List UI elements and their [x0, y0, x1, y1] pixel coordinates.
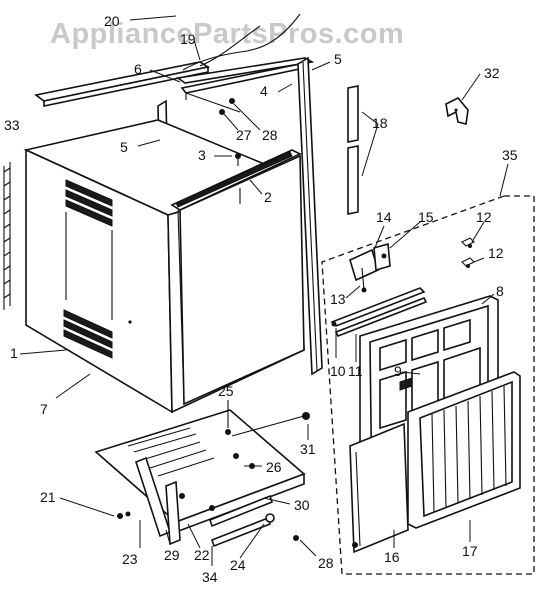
callout-17: 17 — [462, 543, 478, 559]
screw-23 — [125, 511, 131, 517]
base-legs — [135, 456, 273, 548]
callout-5-upper: 5 — [334, 51, 342, 67]
callout-3: 3 — [198, 147, 206, 163]
callout-5-left: 5 — [120, 139, 128, 155]
callout-8: 8 — [496, 283, 504, 299]
leader-lines — [19, 15, 509, 566]
callout-28-lower: 28 — [318, 555, 334, 571]
callout-6: 6 — [134, 61, 142, 77]
callout-19: 19 — [180, 31, 196, 47]
panel-slots — [127, 427, 215, 477]
callout-15: 15 — [418, 209, 434, 225]
callout-1: 1 — [10, 345, 18, 361]
top-channel-2 — [170, 149, 302, 401]
callout-29: 29 — [164, 547, 180, 563]
front-grille-17 — [407, 371, 521, 529]
callout-34: 34 — [202, 569, 218, 585]
rail-10-11 — [330, 287, 428, 338]
filler-strip-18-lower — [347, 145, 359, 215]
callout-18: 18 — [372, 115, 388, 131]
callout-11: 11 — [348, 363, 363, 379]
top-rail-6 — [175, 13, 315, 84]
callout-28-upper: 28 — [262, 127, 278, 143]
screw-28-top — [229, 98, 235, 104]
callout-33: 33 — [4, 117, 20, 133]
rod-31 — [231, 412, 310, 437]
hinge-14 — [349, 248, 379, 293]
grille-lines — [431, 385, 507, 513]
callout-12-lower: 12 — [488, 245, 504, 261]
filter-panel-16 — [349, 422, 409, 554]
filler-strip-18-upper — [347, 85, 359, 143]
bracket-32 — [445, 97, 469, 125]
callout-2: 2 — [264, 189, 272, 205]
callout-23: 23 — [122, 551, 138, 567]
callout-32: 32 — [484, 65, 500, 81]
side-curtain-33 — [3, 162, 11, 310]
callout-16: 16 — [384, 549, 400, 565]
callout-27: 27 — [236, 127, 252, 143]
watermark-text: AppliancePartsPros.com — [50, 18, 405, 50]
callout-20: 20 — [104, 13, 120, 29]
clip-12-lower — [461, 257, 475, 268]
callout-35: 35 — [502, 147, 518, 163]
callout-14: 14 — [376, 209, 392, 225]
callout-4: 4 — [260, 83, 268, 99]
screw-27 — [219, 109, 225, 115]
screw-3 — [235, 153, 241, 204]
callout-7: 7 — [40, 401, 48, 417]
screw-28-bottom — [293, 535, 299, 541]
callout-labels: 20 19 6 5 4 27 28 33 5 3 2 18 32 35 14 1… — [4, 13, 518, 585]
callout-21: 21 — [40, 489, 56, 505]
top-rail-20 — [34, 61, 211, 107]
callout-25: 25 — [218, 383, 234, 399]
callout-30: 30 — [294, 497, 310, 513]
callout-22: 22 — [194, 547, 210, 563]
callout-9: 9 — [394, 363, 402, 379]
latch-15 — [373, 242, 391, 272]
screw-25 — [225, 400, 231, 435]
cabinet-louvers-bottom — [63, 309, 113, 359]
callout-26: 26 — [266, 459, 282, 475]
fastener-24 — [265, 513, 275, 523]
callout-12-upper: 12 — [476, 209, 492, 225]
front-assembly-boundary-35 — [321, 195, 535, 575]
cabinet-louvers-top — [65, 179, 113, 320]
side-post-right-5 — [297, 56, 323, 376]
callout-10: 10 — [330, 363, 346, 379]
callout-31: 31 — [300, 441, 316, 457]
callout-24: 24 — [230, 557, 246, 573]
callout-13: 13 — [330, 291, 346, 307]
front-panel — [179, 154, 305, 406]
clip-12-upper — [461, 237, 475, 248]
screw-21 — [117, 513, 123, 519]
